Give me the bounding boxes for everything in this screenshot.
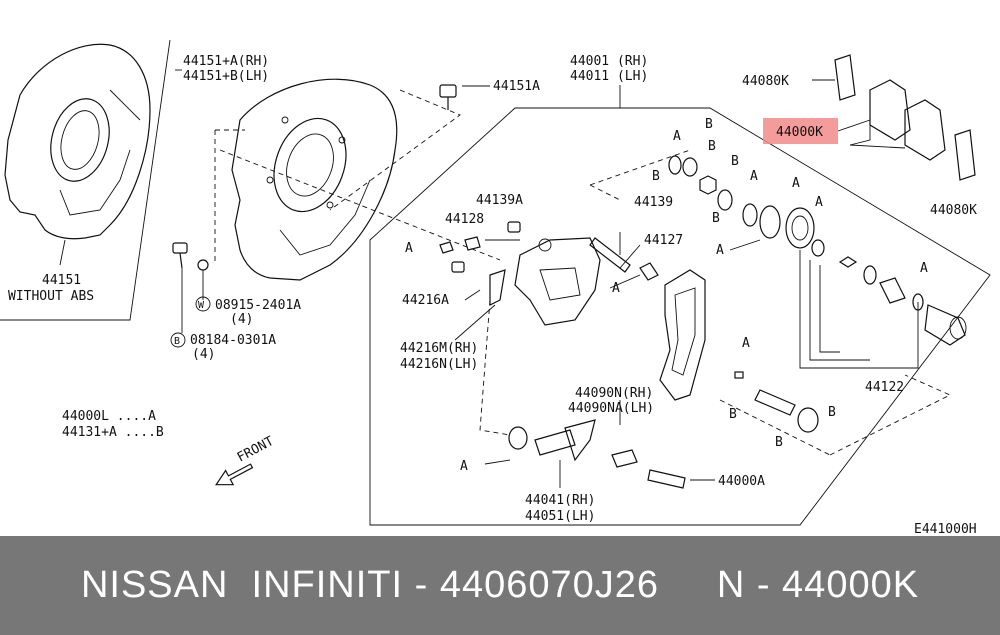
slide-pins	[439, 221, 659, 281]
callout-b: B	[174, 336, 180, 347]
marker-b: B	[731, 154, 739, 169]
marker-a: A	[815, 195, 823, 210]
label-44128: 44128	[445, 212, 484, 227]
backing-plate-without-abs	[4, 43, 151, 240]
marker-b: B	[828, 405, 836, 420]
front-arrow	[215, 463, 254, 486]
label-44139a: 44139A	[476, 193, 523, 208]
label-44139: 44139	[634, 195, 673, 210]
marker-b: B	[708, 139, 716, 154]
torque-member	[659, 269, 706, 401]
legend-a: 44000L ....A	[62, 409, 156, 424]
label-44080k-top: 44080K	[742, 74, 789, 89]
label-diagram-code: E441000H	[914, 522, 977, 536]
label-44001-rh: 44001 (RH)	[570, 54, 648, 69]
bolt-44151a-shape	[439, 84, 457, 110]
footer-part-numbers: NISSAN INFINITI - 4406070J26 N - 44000K	[80, 564, 920, 606]
label-44127: 44127	[644, 233, 683, 248]
marker-a: A	[750, 169, 758, 184]
label-44151: 44151	[42, 273, 81, 288]
label-08184-0301a: 08184-0301A	[190, 333, 276, 348]
label-front: FRONT	[235, 434, 277, 466]
pad-clip-right-shape	[954, 129, 976, 181]
label-44151-b-lh: 44151+B(LH)	[183, 69, 269, 84]
exploded-brake-diagram: 44151+A(RH) 44151+B(LH) 44151A 44001 (RH…	[0, 39, 991, 536]
label-44011-lh: 44011 (LH)	[570, 69, 648, 84]
caliper-assembly-outline	[369, 107, 991, 526]
label-44090n-rh: 44090N(RH)	[575, 386, 653, 401]
caliper-housing	[514, 237, 601, 326]
marker-b: B	[729, 407, 737, 422]
label-44216a: 44216A	[402, 293, 449, 308]
marker-b: B	[712, 211, 720, 226]
marker-a: A	[742, 336, 750, 351]
marker-b: B	[652, 169, 660, 184]
lever-shape	[489, 269, 506, 306]
label-44000k: 44000K	[776, 125, 823, 140]
marker-a: A	[405, 241, 413, 256]
marker-a: A	[612, 281, 620, 296]
label-44216n-lh: 44216N(LH)	[400, 357, 478, 372]
bleeder-screw-shape	[647, 469, 686, 489]
callout-w: W	[198, 300, 205, 311]
adjuster-bolt-shape	[734, 371, 819, 433]
pad-kit-highlight	[763, 118, 838, 144]
label-without-abs: WITHOUT ABS	[8, 289, 94, 304]
label-44090na-lh: 44090NA(LH)	[568, 401, 654, 416]
marker-a: A	[673, 129, 681, 144]
brake-pads-shape	[869, 79, 946, 161]
marker-a: A	[792, 176, 800, 191]
label-44151-a-rh: 44151+A(RH)	[183, 54, 269, 69]
legend-b: 44131+A ....B	[62, 425, 164, 440]
marker-b: B	[775, 435, 783, 450]
footer-bar: NISSAN INFINITI - 4406070J26 N - 44000K	[0, 536, 1000, 635]
pad-clip-top-shape	[834, 54, 856, 101]
label-44000a: 44000A	[718, 474, 765, 489]
label-44051-lh: 44051(LH)	[525, 509, 595, 524]
label-washer-qty: (4)	[230, 312, 253, 327]
marker-b: B	[705, 117, 713, 132]
marker-a: A	[460, 459, 468, 474]
backing-plate-rh-lh	[231, 78, 398, 281]
marker-a: A	[920, 261, 928, 276]
washer-shape	[197, 259, 209, 271]
label-44122: 44122	[865, 380, 904, 395]
lower-shaft-shape	[508, 419, 638, 468]
label-44216m-rh: 44216M(RH)	[400, 341, 478, 356]
label-44080k-right: 44080K	[930, 203, 977, 218]
bolt-08184-shape	[172, 242, 188, 269]
label-08915-2401a: 08915-2401A	[215, 298, 301, 313]
label-bolt-qty: (4)	[192, 347, 215, 362]
piston-assembly	[668, 155, 967, 346]
label-44041-rh: 44041(RH)	[525, 493, 595, 508]
label-44151a: 44151A	[493, 79, 540, 94]
marker-a: A	[716, 243, 724, 258]
